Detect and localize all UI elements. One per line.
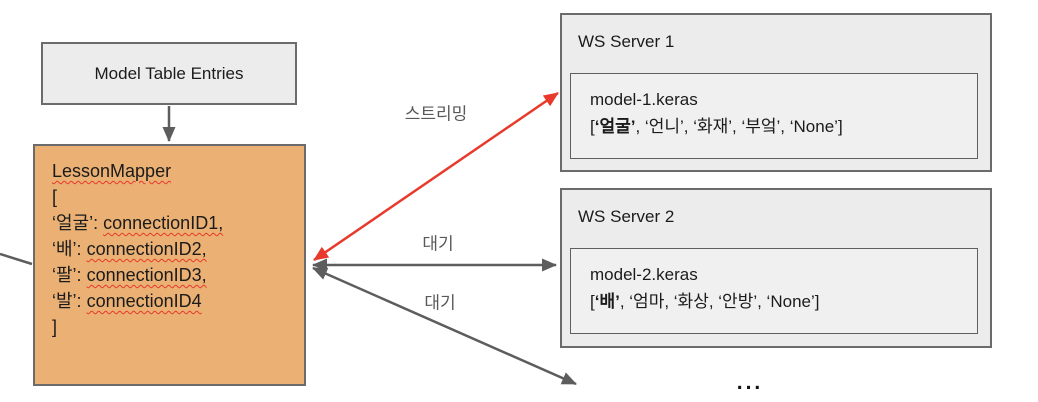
lesson-mapper-entry-3: ‘팔’: connectionID3,: [52, 262, 304, 288]
lesson-mapper-title-line: LessonMapper: [52, 158, 304, 184]
ws-server-2-box: WS Server 2 model-2.keras [‘배’, ‘엄마, ‘화상…: [560, 188, 992, 348]
streaming-label: 스트리밍: [404, 104, 468, 124]
list-open: [: [590, 117, 595, 136]
ws-server-2-title: WS Server 2: [578, 207, 675, 226]
ws-server-1-model-box: model-1.keras [‘얼굴’, ‘언니’, ‘화재’, ‘부엌’, ‘…: [570, 73, 978, 159]
ws-server-2-model-box: model-2.keras [‘배’, ‘엄마, ‘화상, ‘안방’, ‘Non…: [570, 248, 978, 334]
lesson-mapper-entry-4: ‘발’: connectionID4: [52, 288, 304, 314]
ws-server-1-model-file: model-1.keras: [590, 90, 698, 109]
entry-3-key: ‘팔’:: [52, 265, 87, 285]
ws-server-1-title: WS Server 1: [578, 32, 675, 51]
incoming-line: [0, 252, 33, 266]
ws-server-1-label-list: [‘얼굴’, ‘언니’, ‘화재’, ‘부엌’, ‘None’]: [590, 113, 977, 140]
ellipsis-label: ...: [736, 371, 764, 394]
lesson-mapper-title: LessonMapper: [52, 161, 172, 181]
entry-2-value: connectionID2,: [86, 239, 207, 259]
list-open: [: [590, 292, 595, 311]
model-table-entries-label: Model Table Entries: [94, 63, 244, 83]
entry-1-key: ‘얼굴’:: [52, 213, 104, 233]
ws-server-1-box: WS Server 1 model-1.keras [‘얼굴’, ‘언니’, ‘…: [560, 13, 992, 172]
entry-3-value: connectionID3,: [86, 265, 207, 285]
ws-server-2-model-file: model-2.keras: [590, 265, 698, 284]
model-table-entries-box: Model Table Entries: [41, 42, 297, 105]
entry-2-key: ‘배’:: [52, 239, 87, 259]
lesson-mapper-entry-1: ‘얼굴’: connectionID1,: [52, 210, 304, 236]
lesson-mapper-bracket-open: [: [52, 187, 58, 207]
list-rest: , ‘엄마, ‘화상, ‘안방’, ‘None’]: [619, 292, 820, 311]
list-bold-item: ‘배’: [594, 292, 620, 311]
list-rest: , ‘언니’, ‘화재’, ‘부엌’, ‘None’]: [635, 117, 843, 136]
lesson-mapper-bracket-close: ]: [52, 317, 58, 337]
entry-4-key: ‘발’:: [52, 291, 87, 311]
ws-server-2-label-list: [‘배’, ‘엄마, ‘화상, ‘안방’, ‘None’]: [590, 288, 977, 315]
lesson-mapper-box: LessonMapper [ ‘얼굴’: connectionID1, ‘배’:…: [33, 144, 306, 386]
wait-arrow-diagonal: [312, 266, 577, 386]
lesson-mapper-entry-2: ‘배’: connectionID2,: [52, 236, 304, 262]
wait-label-bottom: 대기: [424, 293, 456, 313]
entry-1-value: connectionID1,: [103, 213, 224, 233]
wait-label-top: 대기: [422, 234, 454, 254]
list-bold-item: ‘얼굴’: [594, 117, 636, 136]
entry-4-value: connectionID4: [86, 291, 202, 311]
